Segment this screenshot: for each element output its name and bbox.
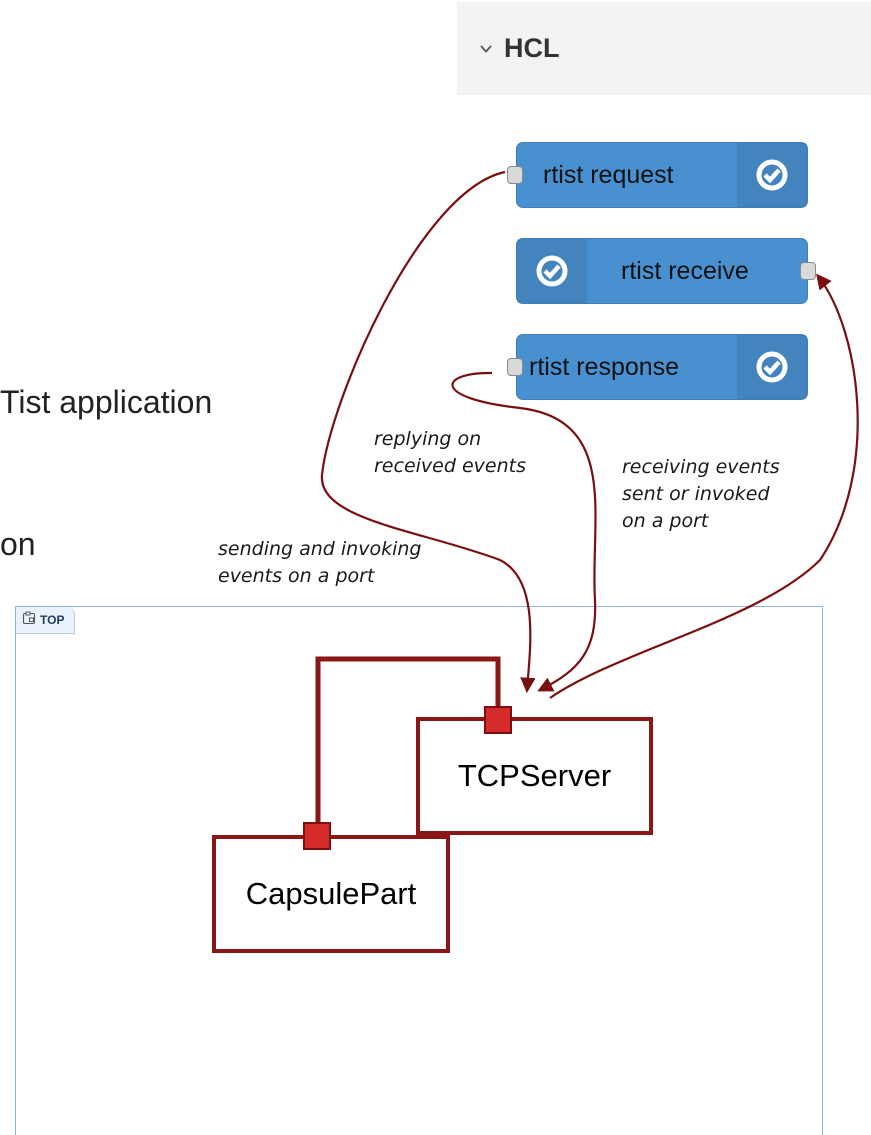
annotation-line: sent or invoked — [622, 483, 770, 505]
node-rtist-receive[interactable]: rtist receive — [516, 238, 808, 304]
palette-title: HCL — [504, 33, 560, 63]
annotation-receiving: receiving events sent or invoked on a po… — [622, 454, 780, 535]
arrow-replying — [451, 371, 597, 692]
side-text-line2: on — [0, 526, 36, 562]
input-port[interactable] — [507, 358, 523, 376]
structure-panel — [15, 606, 823, 1135]
chevron-down-icon[interactable] — [478, 41, 494, 57]
node-label: rtist response — [529, 352, 680, 381]
check-badge-icon — [517, 239, 587, 303]
annotation-line: events on a port — [218, 565, 375, 587]
structure-icon — [22, 611, 36, 630]
palette-header[interactable]: HCL — [457, 2, 871, 95]
annotation-line: sending and invoking — [218, 538, 422, 560]
annotation-line: receiving events — [622, 456, 780, 478]
arrow-sending — [320, 170, 536, 694]
annotation-line: on a port — [622, 510, 709, 532]
part-tcpserver[interactable]: TCPServer — [416, 717, 653, 835]
output-port[interactable] — [800, 262, 816, 280]
part-port[interactable] — [303, 822, 331, 850]
arrow-receiving — [549, 273, 859, 699]
side-text-line1: Tist application — [0, 384, 213, 420]
check-badge-icon — [737, 143, 807, 207]
part-label: TCPServer — [457, 758, 612, 793]
annotation-replying: replying on received events — [374, 426, 526, 480]
annotation-line: received events — [374, 455, 526, 477]
part-capsulepart[interactable]: CapsulePart — [212, 835, 450, 953]
node-label: rtist receive — [621, 256, 749, 285]
tab-top[interactable]: TOP — [16, 607, 76, 634]
annotation-line: replying on — [374, 428, 482, 450]
annotation-sending: sending and invoking events on a port — [218, 536, 421, 590]
node-label: rtist request — [543, 160, 674, 189]
tab-label: TOP — [40, 613, 65, 627]
part-port[interactable] — [484, 706, 512, 734]
part-label: CapsulePart — [245, 876, 417, 911]
check-badge-icon — [737, 335, 807, 399]
input-port[interactable] — [507, 166, 523, 184]
node-rtist-response[interactable]: rtist response — [516, 334, 808, 400]
